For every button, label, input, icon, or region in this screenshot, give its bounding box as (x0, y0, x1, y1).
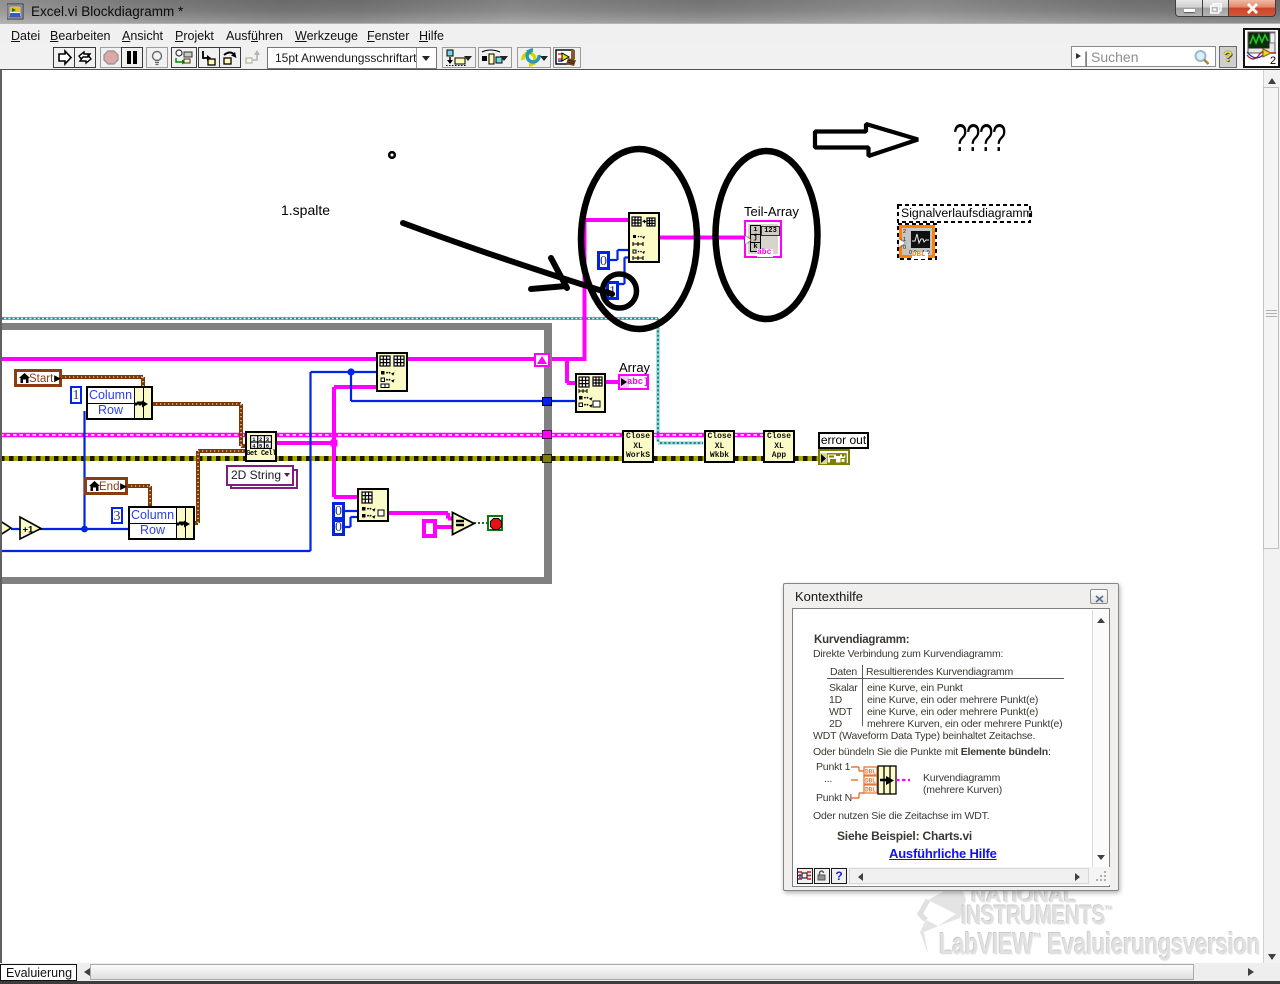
svg-text:2: 2 (1270, 55, 1276, 66)
svg-text:2: 2 (903, 229, 906, 235)
svg-text:2: 2 (259, 436, 262, 443)
svg-text:DBL: DBL (865, 787, 876, 794)
svg-text:5: 5 (259, 442, 263, 449)
svg-text:DBL: DBL (865, 778, 876, 785)
svg-text:0: 0 (903, 245, 906, 251)
svg-text:3: 3 (266, 436, 270, 443)
svg-text:1: 1 (252, 436, 256, 443)
svg-text:4: 4 (252, 442, 256, 449)
svg-text:6: 6 (266, 442, 269, 449)
svg-text:+1: +1 (23, 525, 35, 536)
svg-text:DBL: DBL (865, 769, 876, 776)
